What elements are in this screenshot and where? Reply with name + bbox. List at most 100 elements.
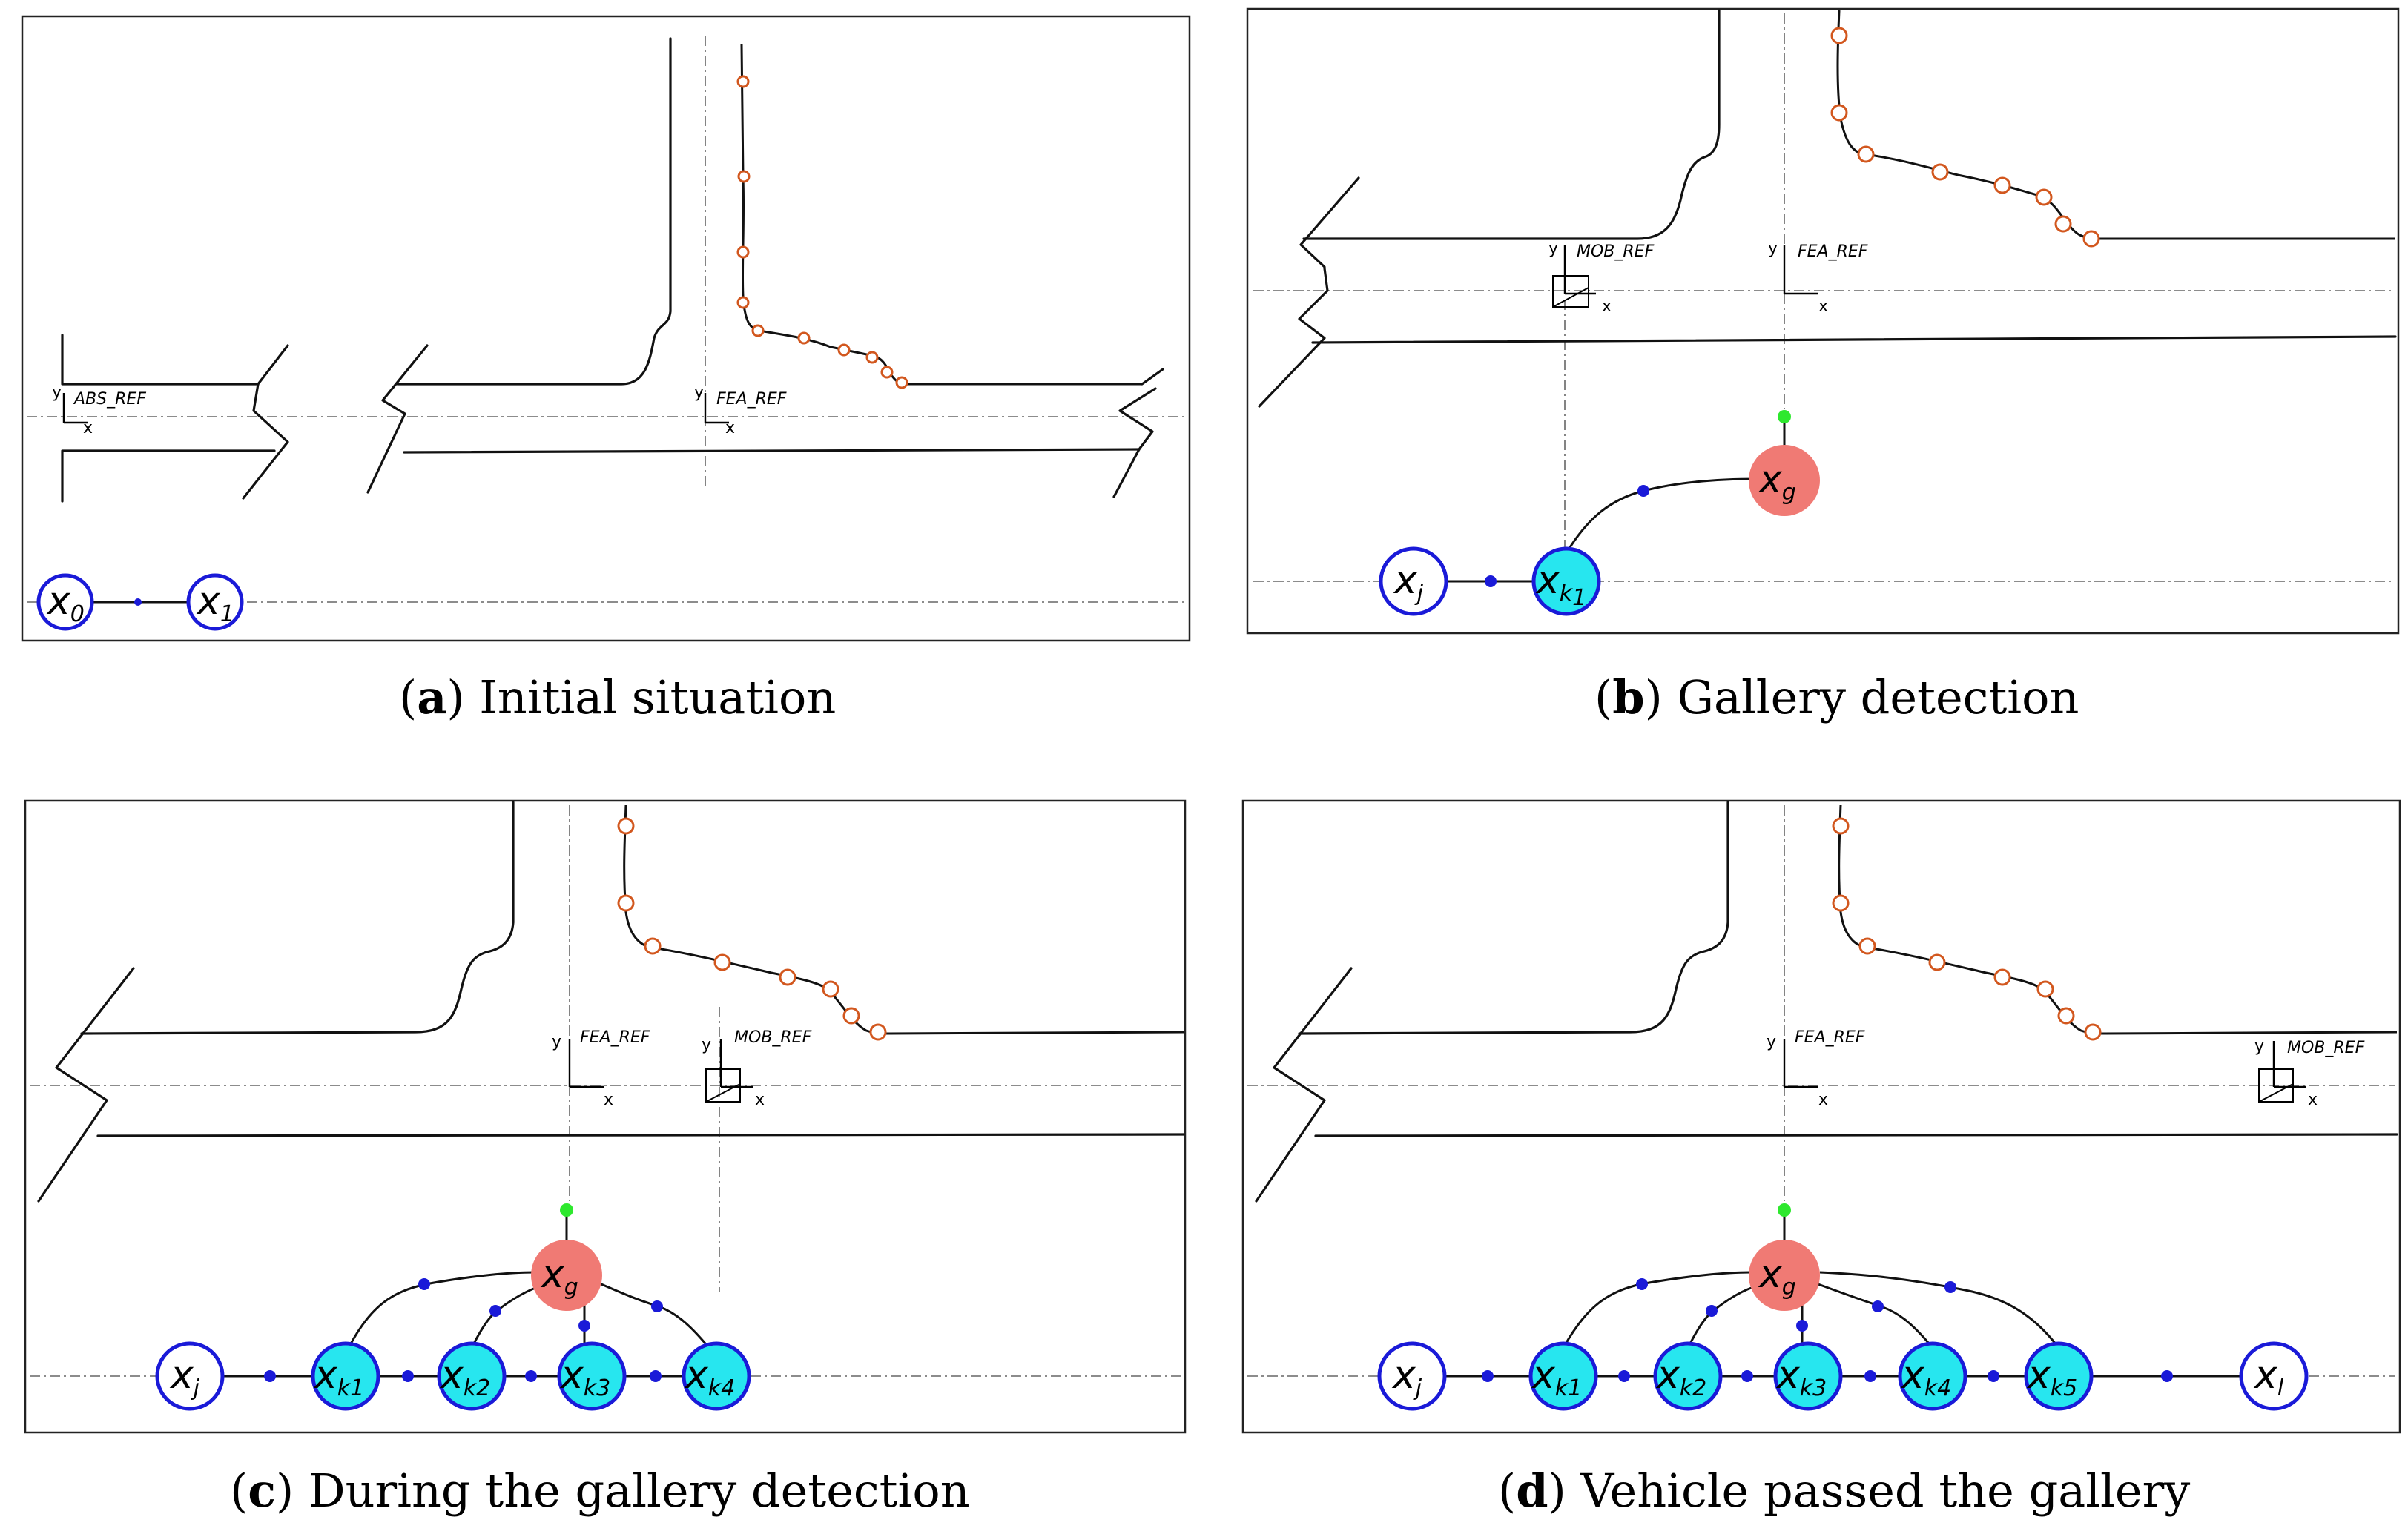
gallery-factor: [578, 1320, 590, 1332]
gallery-factor: [1872, 1300, 1884, 1312]
fea-ref-frame-b: FEA_REF y x: [1768, 239, 1868, 316]
fea-ref-axes: [704, 393, 729, 424]
node-label-xg: xg: [540, 1252, 578, 1300]
node-label-xk5: xk5: [2026, 1353, 2077, 1401]
wall-bottom: [96, 1133, 1185, 1137]
landmark: [2036, 980, 2054, 998]
gallery-edge-k1: [347, 1271, 535, 1349]
wall-left-break: [1255, 967, 1353, 1203]
landmark: [737, 170, 751, 183]
landmark: [2084, 1023, 2102, 1041]
landmark: [2057, 1007, 2075, 1025]
caption-c: (c) During the gallery detection: [230, 1464, 970, 1518]
fea-ref-x-label: x: [725, 419, 735, 437]
landmark: [779, 968, 796, 986]
gallery-factor: [651, 1300, 663, 1312]
wall-right-top-end: [1141, 368, 1164, 386]
odometry-factor: [1618, 1370, 1630, 1382]
node-label-xk4: xk4: [684, 1353, 735, 1401]
gallery-edge: [1565, 477, 1758, 554]
panel-a-frame: [21, 15, 1191, 642]
wall-right-bottom-end: [1112, 448, 1141, 498]
fea-ref-label: FEA_REF: [716, 390, 787, 409]
pose-node-x1: [186, 573, 244, 631]
landmark: [2035, 188, 2053, 206]
fea-ref-frame-a: FEA_REF y x: [694, 383, 787, 437]
gallery-factor: [489, 1305, 501, 1317]
gallery-factor: [1944, 1281, 1956, 1293]
fea-ref-axes: [1783, 245, 1818, 295]
wall-left-break: [242, 383, 289, 500]
pose-node-xk3: [1773, 1341, 1843, 1411]
pose-node-xk3: [557, 1341, 627, 1411]
panel-a: ABS_REF y x FEA_REF y x x0 x1 (a) Initia…: [21, 15, 1191, 724]
mob-ref-y-label: y: [2254, 1037, 2264, 1056]
gallery-node-xg: [1749, 1240, 1820, 1311]
fea-ref-y-label: y: [552, 1033, 561, 1051]
fea-ref-frame-c: FEA_REF y x: [552, 1028, 650, 1109]
gallery-factor: [1796, 1320, 1808, 1332]
landmark: [1857, 145, 1875, 163]
fea-ref-label: FEA_REF: [1798, 242, 1868, 261]
fea-ref-y-label: y: [694, 383, 704, 402]
mob-ref-frame-c: MOB_REF y x: [702, 1028, 812, 1109]
gallery-node-xg: [1749, 445, 1820, 516]
abs-ref-axes: [62, 393, 88, 424]
fea-ref-axes: [568, 1039, 604, 1088]
gallery-edge-k4: [597, 1281, 710, 1349]
wall-gallery-left: [396, 37, 672, 386]
node-label-xk3: xk3: [1775, 1353, 1827, 1401]
mob-ref-label: MOB_REF: [1577, 242, 1655, 261]
landmark: [2054, 215, 2072, 233]
abs-ref-x-label: x: [83, 419, 93, 437]
mob-ref-label: MOB_REF: [2287, 1039, 2365, 1057]
landmarks-c: [617, 817, 887, 1041]
landmark: [869, 1023, 887, 1041]
wall-gallery-left: [1298, 801, 1729, 1035]
wall-bottom: [1311, 335, 2397, 344]
landmark: [797, 331, 811, 345]
odometry-factor: [402, 1370, 414, 1382]
node-label-xk2: xk2: [439, 1353, 490, 1401]
node-label-xk3: xk3: [559, 1353, 610, 1401]
wall-right-break: [1118, 387, 1157, 451]
gallery-factor: [1706, 1305, 1718, 1317]
gallery-feature-curve: [1836, 10, 2395, 240]
caption-a: (a) Initial situation: [399, 670, 836, 724]
mob-ref-x-label: x: [2308, 1091, 2318, 1109]
landmark: [1858, 937, 1876, 955]
pose-node-xk1: [1528, 1341, 1598, 1411]
landmarks-d: [1832, 817, 2102, 1041]
landmark: [1832, 894, 1850, 912]
landmarks-b: [1830, 27, 2100, 248]
caption-d: (d) Vehicle passed the gallery: [1498, 1464, 2190, 1518]
landmark: [842, 1007, 860, 1025]
mob-ref-axes: [1563, 245, 1596, 295]
wall-mid-bottom: [403, 448, 1141, 454]
landmark: [617, 817, 635, 835]
gallery-factor: [1636, 1278, 1648, 1290]
landmark: [2082, 230, 2100, 248]
pose-node-x0: [36, 573, 94, 631]
landmark: [837, 343, 851, 357]
gallery-feature-curve: [623, 804, 1184, 1035]
wall-gallery-left: [80, 801, 515, 1035]
pose-node-xj: [1377, 1341, 1447, 1411]
mob-ref-y-label: y: [702, 1036, 711, 1054]
node-label-x1: x1: [196, 579, 234, 627]
odometry-factor: [2161, 1370, 2173, 1382]
gallery-anchor: [1778, 410, 1791, 423]
mob-ref-y-label: y: [1548, 239, 1558, 258]
wall-left-break: [37, 967, 135, 1203]
gallery-edge-k2: [470, 1284, 542, 1349]
node-label-xk1: xk1: [1535, 558, 1586, 611]
node-label-xj: xj: [1391, 1353, 1422, 1401]
landmark: [880, 366, 894, 379]
wall-mid-break: [366, 344, 429, 494]
gallery-edge-k2: [1686, 1284, 1758, 1349]
landmark: [713, 953, 731, 971]
panel-b-frame: [1246, 7, 2400, 635]
vehicle-box: [705, 1068, 741, 1103]
landmark: [1928, 953, 1946, 971]
